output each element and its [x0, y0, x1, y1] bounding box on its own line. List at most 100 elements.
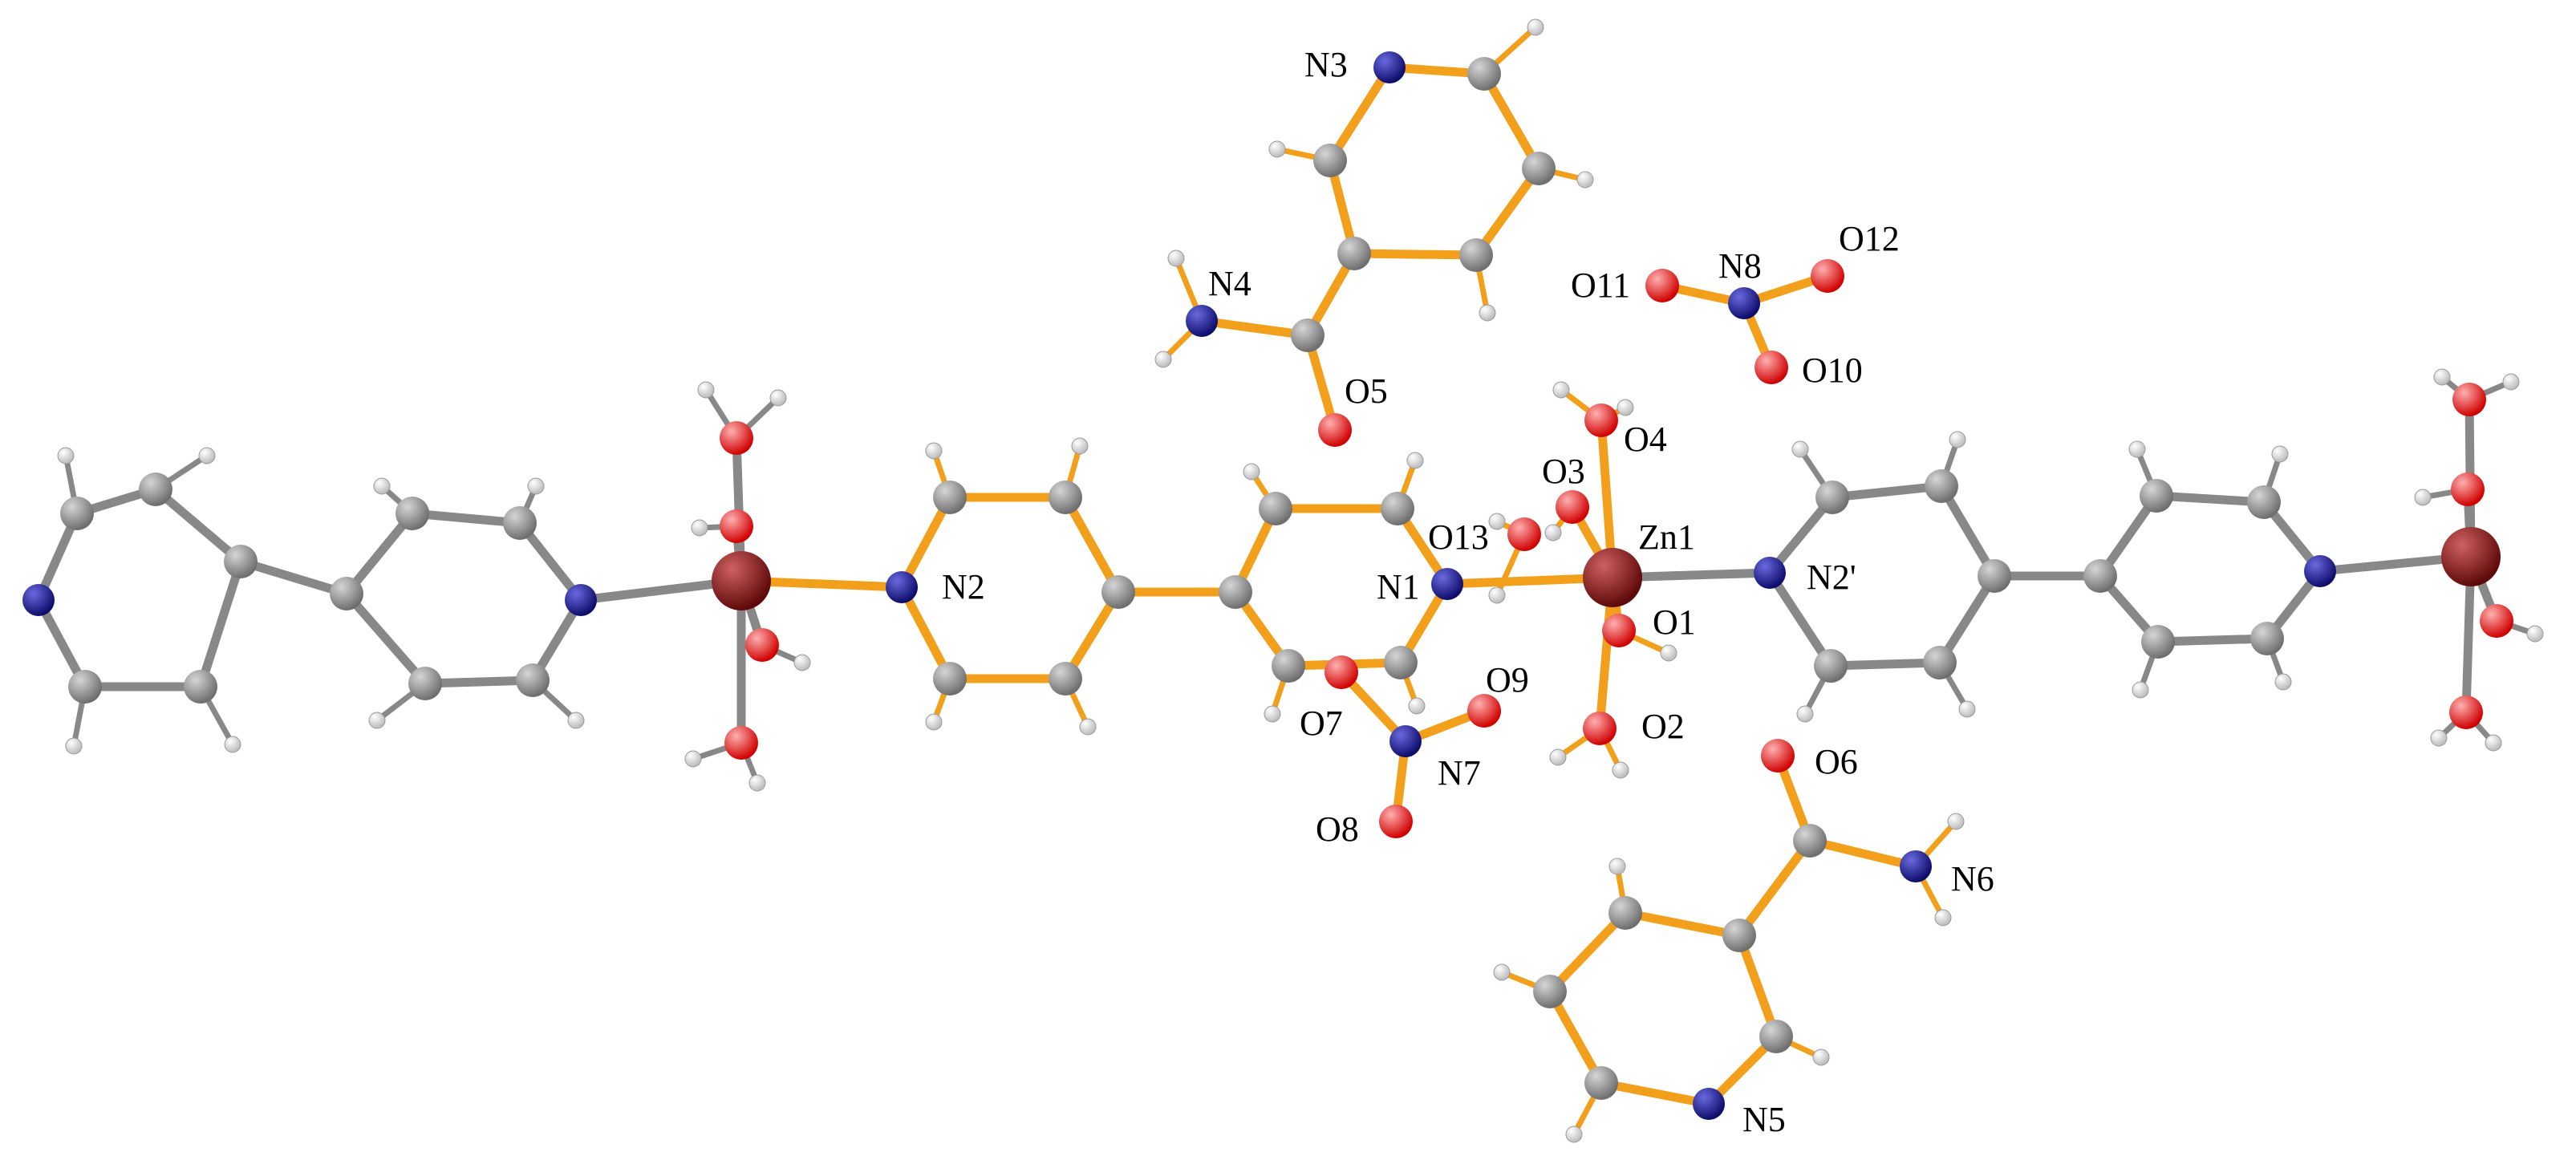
label-n8: N8 — [1718, 246, 1762, 286]
atom-h39 — [2433, 368, 2451, 386]
bond-cr4-cr5 — [1826, 658, 1945, 671]
bond-n5-cm1 — [1596, 1078, 1714, 1109]
label-o10: O10 — [1802, 351, 1863, 390]
bonds-layer — [34, 24, 2538, 1138]
atom-o3 — [1556, 490, 1589, 524]
bond-cs2-cs3 — [2152, 491, 2269, 507]
atom-h19 — [1243, 463, 1260, 481]
atom-o5 — [1318, 413, 1352, 447]
atom-h43 — [2430, 729, 2448, 747]
atom-o4 — [1584, 404, 1618, 437]
atom-cr1 — [1815, 481, 1849, 514]
atom-na — [22, 584, 55, 616]
label-n5: N5 — [1742, 1100, 1786, 1139]
atom-h12 — [793, 654, 811, 671]
bond-cn6-n4 — [1197, 316, 1312, 340]
label-o2: O2 — [1641, 707, 1685, 746]
atom-h28 — [1660, 644, 1677, 662]
bond-lb2-lb3 — [408, 509, 525, 528]
atom-h45 — [1527, 18, 1544, 36]
bond-cm1-cm2 — [1545, 987, 1606, 1088]
label-zn1: Zn1 — [1638, 517, 1695, 557]
atom-h7 — [567, 712, 585, 729]
atom-h5 — [373, 477, 391, 495]
atom-h22 — [1264, 705, 1281, 723]
bond-cm3-cm4 — [1621, 908, 1744, 940]
bond-la2-la3 — [151, 485, 245, 566]
atom-o12 — [1811, 259, 1844, 293]
label-n7: N7 — [1438, 753, 1481, 793]
label-o5: O5 — [1345, 371, 1388, 411]
atom-h26 — [1617, 399, 1634, 416]
label-n6: N6 — [1951, 859, 1994, 898]
atom-cc2 — [1259, 492, 1292, 525]
label-n3: N3 — [1304, 45, 1348, 84]
atom-h24 — [1488, 586, 1506, 604]
atom-h48 — [1268, 140, 1286, 158]
atom-h14 — [748, 774, 766, 792]
atom-cc3 — [1381, 492, 1414, 525]
atom-cc1 — [1219, 575, 1252, 609]
atom-la4 — [184, 670, 217, 704]
atom-h6 — [527, 477, 545, 495]
atom-h1 — [57, 447, 75, 464]
bond-cb3-cb4 — [1061, 587, 1123, 683]
atom-h51 — [1493, 963, 1511, 981]
atom-h37 — [2274, 673, 2292, 691]
label-n2: N2 — [942, 567, 985, 606]
bond-cn3-cn4 — [1349, 249, 1481, 260]
atom-h2 — [198, 447, 216, 464]
atom-h25 — [1552, 381, 1570, 399]
bond-cr5-n2p — [1765, 568, 1836, 671]
atom-h54 — [1812, 1048, 1830, 1066]
atom-o8 — [1379, 805, 1413, 838]
atom-h42 — [2526, 625, 2544, 643]
atom-cm5 — [1759, 1020, 1793, 1053]
label-o4: O4 — [1624, 420, 1667, 459]
atom-h56 — [1934, 909, 1952, 927]
bond-cm2-cm3 — [1545, 908, 1630, 996]
label-o7: O7 — [1300, 704, 1343, 743]
atom-h49 — [1167, 249, 1185, 267]
atom-o11 — [1645, 269, 1679, 302]
atom-h46 — [1576, 171, 1594, 189]
atom-lb1 — [330, 577, 363, 610]
atom-zna — [712, 551, 771, 610]
atom-cn3 — [1459, 238, 1493, 272]
atom-owa3 — [745, 628, 779, 662]
atom-h53 — [1565, 1125, 1583, 1143]
bond-cn2-cn3 — [1471, 164, 1544, 260]
atom-cs5 — [2250, 622, 2284, 655]
atom-h20 — [1406, 452, 1424, 469]
atom-cs2 — [2140, 479, 2173, 513]
bond-cm4-cm5 — [1734, 931, 1781, 1041]
bond-la3-lb1 — [236, 557, 351, 598]
atom-h55 — [1947, 813, 1965, 830]
atom-cn6 — [1291, 318, 1325, 352]
atom-owa2 — [720, 509, 753, 543]
atom-h11 — [691, 519, 708, 537]
bond-cn5-n3 — [1325, 63, 1394, 165]
atom-o10 — [1755, 351, 1788, 384]
atom-h35 — [2128, 440, 2146, 458]
atom-h17 — [1079, 718, 1097, 736]
label-o6: O6 — [1815, 742, 1858, 781]
atom-cs6 — [2141, 625, 2175, 659]
label-o12: O12 — [1839, 219, 1900, 258]
atom-cn5 — [1313, 144, 1347, 177]
atom-cr3 — [1978, 559, 2011, 593]
atom-h29 — [1549, 748, 1567, 766]
bond-cr2-cr3 — [1937, 481, 1999, 581]
atom-n8 — [1728, 287, 1760, 319]
atom-cs1 — [2083, 559, 2117, 593]
atom-owb3 — [2480, 604, 2513, 638]
atom-h15 — [925, 442, 943, 460]
atom-n5 — [1693, 1088, 1725, 1120]
atom-cr4 — [1923, 646, 1957, 679]
atom-cm2 — [1533, 975, 1567, 1008]
atom-cr5 — [1814, 649, 1848, 683]
atom-ns — [2304, 555, 2336, 587]
bond-lb1-lb2 — [342, 509, 417, 598]
atom-lb2 — [396, 497, 429, 530]
